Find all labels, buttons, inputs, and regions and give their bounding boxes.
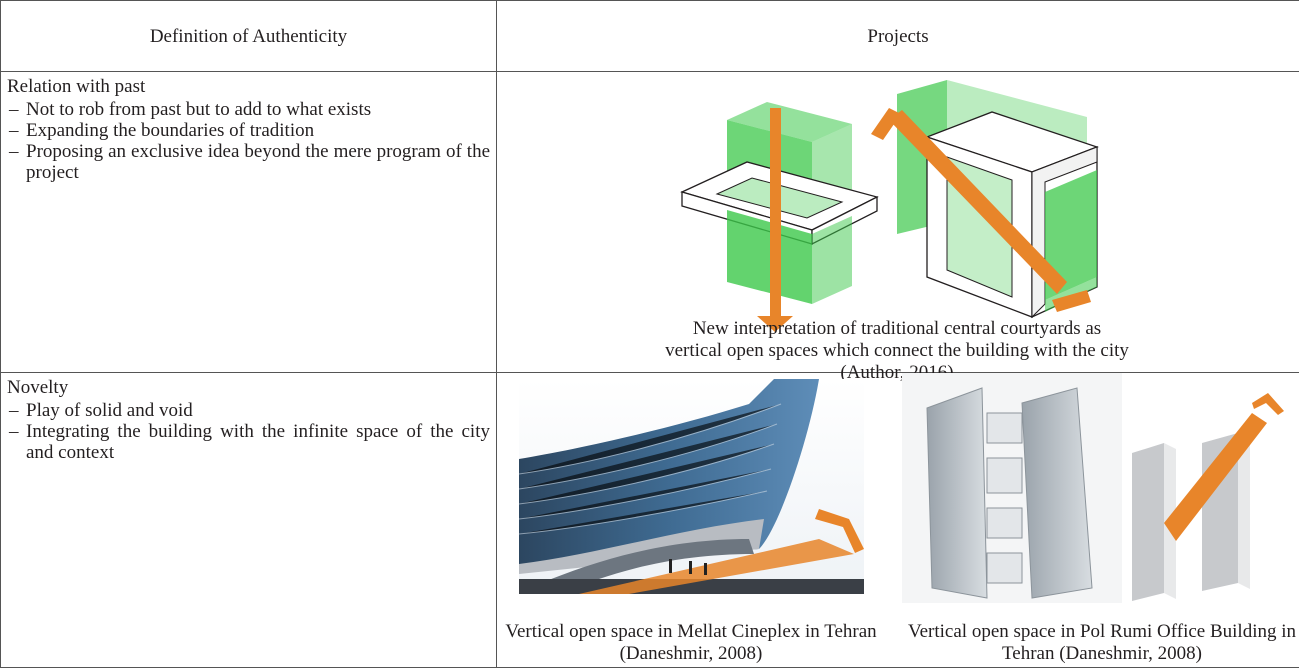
table-row: Relation with past –Not to rob from past…: [1, 72, 1299, 373]
definition-bullets: –Play of solid and void –Integrating the…: [7, 400, 490, 463]
vertical-courtyard-figure: [871, 80, 1097, 317]
project-cell: Vertical open space in Mellat Cineplex i…: [497, 373, 1299, 668]
project-cell: New interpretation of traditional centra…: [497, 72, 1299, 373]
definition-bullets: –Not to rob from past but to add to what…: [7, 99, 490, 183]
mellat-cineplex-image: [519, 379, 864, 594]
list-item: –Expanding the boundaries of tradition: [7, 120, 490, 141]
definition-cell: Relation with past –Not to rob from past…: [1, 72, 497, 373]
list-item: –Integrating the building with the infin…: [7, 421, 490, 463]
header-projects: Projects: [497, 1, 1299, 72]
definition-title: Novelty: [7, 377, 68, 398]
list-item: –Not to rob from past but to add to what…: [7, 99, 490, 120]
definition-title: Relation with past: [7, 76, 145, 97]
list-item: –Proposing an exclusive idea beyond the …: [7, 141, 490, 183]
horizontal-courtyard-figure: [682, 102, 877, 332]
definition-cell: Novelty –Play of solid and void –Integra…: [1, 373, 497, 668]
pol-rumi-image: [902, 373, 1292, 603]
list-item: –Play of solid and void: [7, 400, 490, 421]
table-row: Novelty –Play of solid and void –Integra…: [1, 373, 1299, 668]
table-header-row: Definition of Authenticity Projects: [1, 1, 1299, 72]
pol-rumi-caption: Vertical open space in Pol Rumi Office B…: [907, 621, 1297, 665]
mellat-caption: Vertical open space in Mellat Cineplex i…: [501, 621, 881, 665]
header-definition: Definition of Authenticity: [1, 1, 497, 72]
